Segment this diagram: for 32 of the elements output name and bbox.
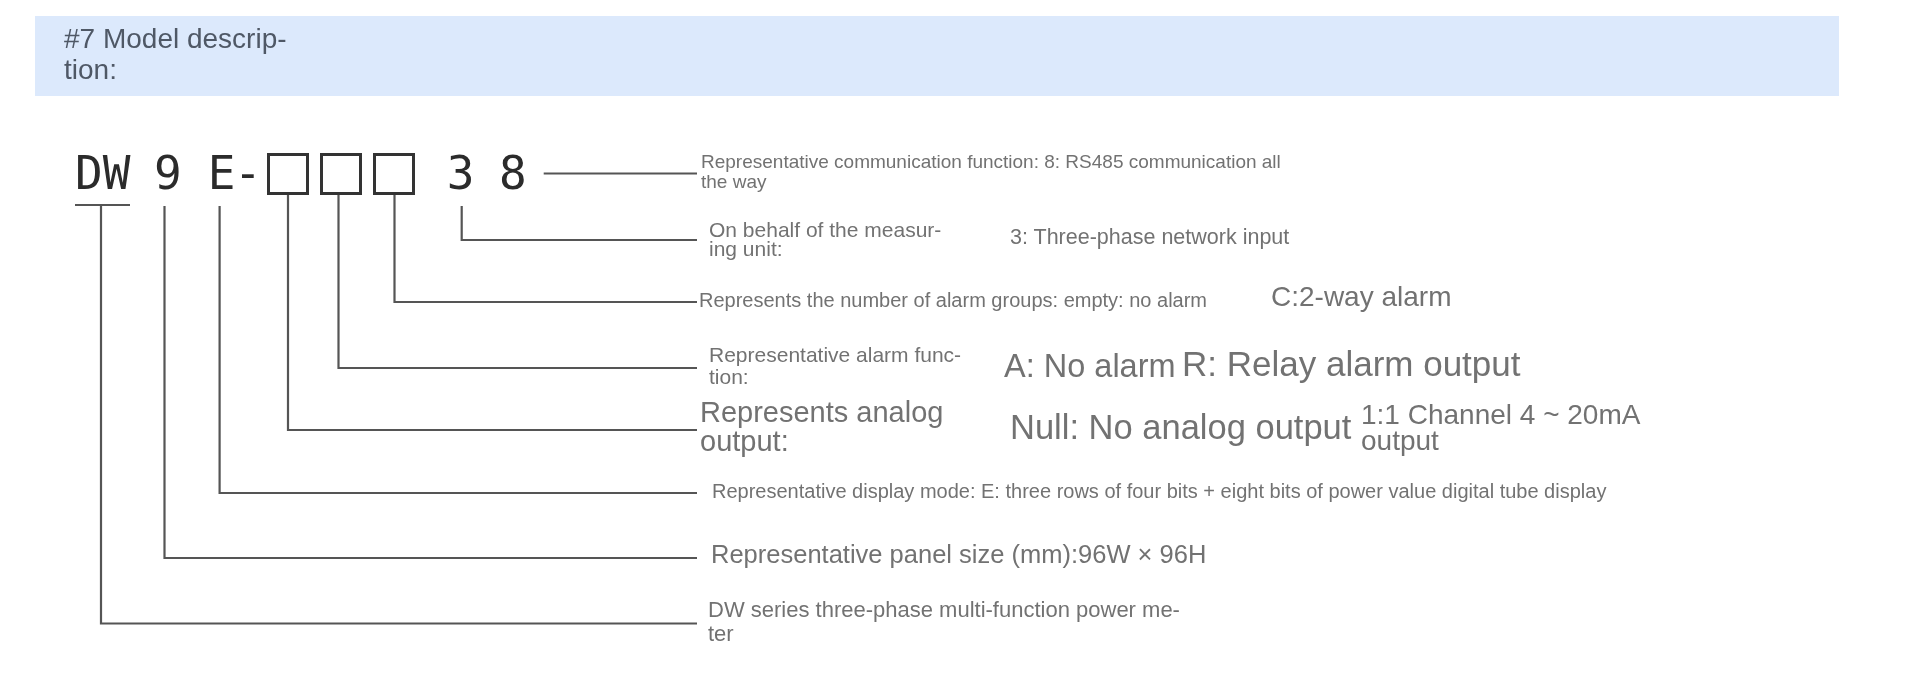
description-text: Representative display mode: E: three rows of four bits + eight bits of power value digital tube display (697, 479, 1607, 502)
leader-line (99, 206, 697, 625)
code-separator: - (234, 150, 262, 196)
option-text: R: Relay alarm output (1182, 345, 1521, 383)
leader-line (543, 172, 697, 175)
leader-line (460, 206, 697, 242)
model-code-character: DW (75, 150, 131, 206)
model-code-character: 9 (154, 150, 182, 206)
model-code-character: 3 (446, 150, 475, 206)
placeholder-square (320, 152, 362, 195)
leader-line (337, 194, 697, 370)
model-code-character: E (207, 150, 236, 206)
option-text: C:2-way alarm (1271, 281, 1452, 313)
option-text: Null: No analog output (1010, 408, 1352, 446)
description-text: DW series three-phase multi-function power me- ter (697, 598, 1188, 645)
option-text: A: No alarm (1004, 348, 1176, 384)
placeholder-square (267, 152, 309, 195)
placeholder-square (373, 152, 415, 195)
leader-line (163, 206, 697, 560)
leader-line (393, 194, 697, 304)
option-text: 3: Three-phase network input (1010, 225, 1290, 249)
model-code-character: 8 (499, 150, 544, 196)
description-text: Representative panel size (mm):96W × 96H (697, 539, 1207, 569)
description-text: Represents analog output: (697, 397, 962, 456)
option-text: 1:1 Channel 4 ~ 20mA output (1361, 402, 1641, 454)
leader-line (218, 206, 697, 495)
description-text: Represents the number of alarm groups: empty: no alarm (697, 288, 1208, 311)
leader-line (286, 194, 697, 432)
description-text: Representative alarm func- tion: (697, 344, 981, 388)
description-text: On behalf of the measur- ing unit: (697, 219, 961, 259)
section-heading: #7 Model descrip- tion: (64, 23, 288, 85)
description-text: Representative communication function: 8: RS485 communication all the way (697, 152, 1304, 193)
